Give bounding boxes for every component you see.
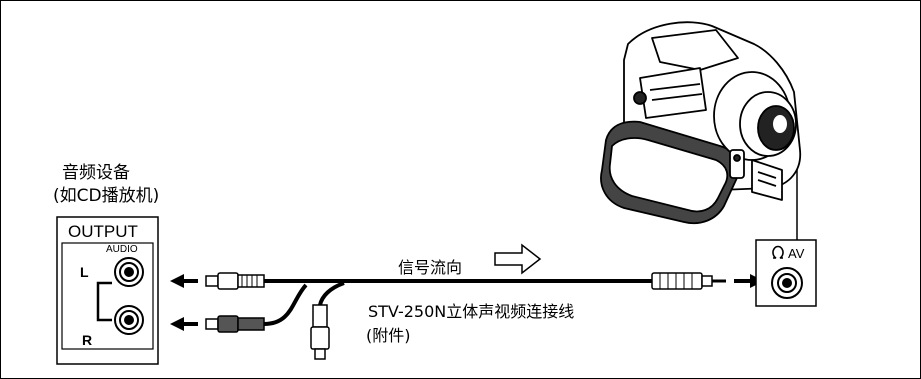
- camcorder: [600, 21, 802, 225]
- headphone-omega-icon: [772, 245, 784, 259]
- stereo-mini-plug: [651, 272, 726, 290]
- right-channel-label: R: [82, 332, 93, 348]
- audio-jack-r: [114, 305, 144, 335]
- signal-flow-arrow-icon: [494, 243, 542, 275]
- signal-flow-label: 信号流向: [398, 258, 463, 277]
- av-jack: [771, 267, 803, 299]
- lr-bracket: [96, 281, 112, 322]
- av-port-label: AV: [788, 246, 805, 261]
- rca-plug-video: [310, 304, 330, 360]
- audio-label: AUDIO: [106, 244, 138, 255]
- arrow-to-jack-l-icon: [170, 274, 198, 288]
- rca-plug-dark: [205, 315, 265, 333]
- audio-jack-l: [114, 257, 144, 287]
- video-branch-cable: [318, 281, 345, 306]
- arrow-to-jack-r-icon: [170, 317, 198, 331]
- cable-name: STV-250N立体声视频连接线: [368, 302, 575, 321]
- left-channel-label: L: [80, 264, 89, 280]
- right-branch-cable: [263, 283, 308, 326]
- audio-device-note: (如CD播放机): [53, 186, 160, 206]
- rca-plug-white: [205, 272, 265, 290]
- output-group-box: [61, 242, 154, 350]
- cable-note: (附件): [366, 326, 411, 345]
- audio-device-name: 音频设备: [62, 163, 130, 183]
- output-label: OUTPUT: [68, 222, 138, 241]
